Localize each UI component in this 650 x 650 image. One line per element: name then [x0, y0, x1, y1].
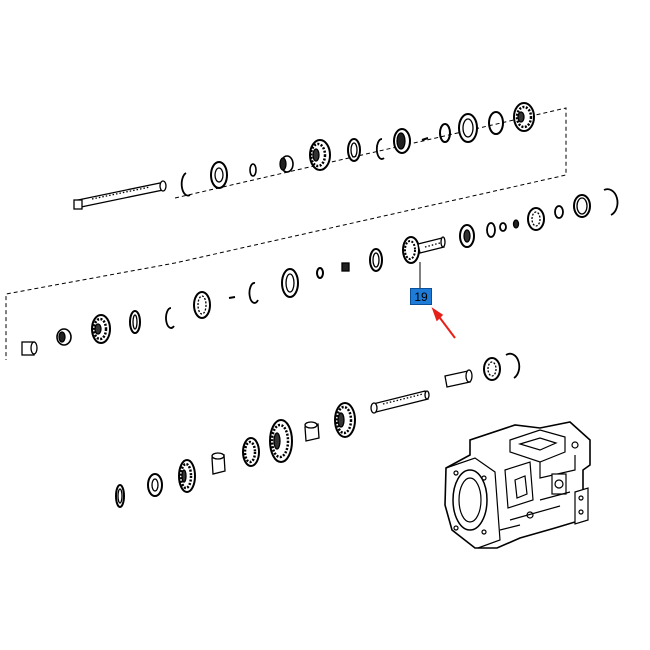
snap-ring: [375, 138, 385, 160]
middle-right-parts: [459, 188, 619, 248]
middle-parts: [21, 248, 383, 356]
bearing: [458, 113, 478, 143]
pointer-arrow: [431, 307, 456, 339]
ring: [573, 194, 591, 218]
ring: [369, 248, 383, 272]
synchro-ring: [193, 291, 211, 319]
bottom-parts: [115, 402, 356, 508]
washer: [316, 267, 324, 279]
snap-ring: [248, 282, 259, 304]
top-parts: [180, 102, 535, 197]
snap-ring: [180, 172, 191, 197]
bearing: [281, 268, 299, 298]
washer: [499, 222, 507, 232]
snap-ring: [505, 352, 521, 379]
ring: [347, 138, 361, 162]
ring: [439, 123, 451, 143]
bearing: [210, 161, 228, 189]
ring: [486, 222, 496, 238]
assembly-boundary-dashed: [5, 107, 567, 360]
key: [421, 137, 429, 141]
ring: [488, 111, 504, 135]
washer: [554, 205, 564, 219]
washer: [512, 219, 520, 229]
spacer: [341, 262, 350, 272]
bottom-right-parts: [444, 352, 521, 388]
washer: [115, 484, 125, 508]
gearbox-housing: [444, 421, 591, 549]
bottom-shaft: [370, 390, 430, 414]
bearing: [483, 357, 501, 381]
part-callout-19[interactable]: 19: [410, 288, 432, 305]
ring: [129, 310, 141, 334]
part-19-input-shaft: [402, 236, 446, 264]
gear: [242, 437, 260, 467]
key: [228, 296, 236, 299]
snap-ring: [603, 188, 619, 216]
top-shaft: [73, 180, 167, 210]
snap-ring: [165, 307, 175, 329]
bearing: [527, 207, 545, 231]
bearing: [147, 473, 163, 497]
washer: [249, 163, 257, 177]
